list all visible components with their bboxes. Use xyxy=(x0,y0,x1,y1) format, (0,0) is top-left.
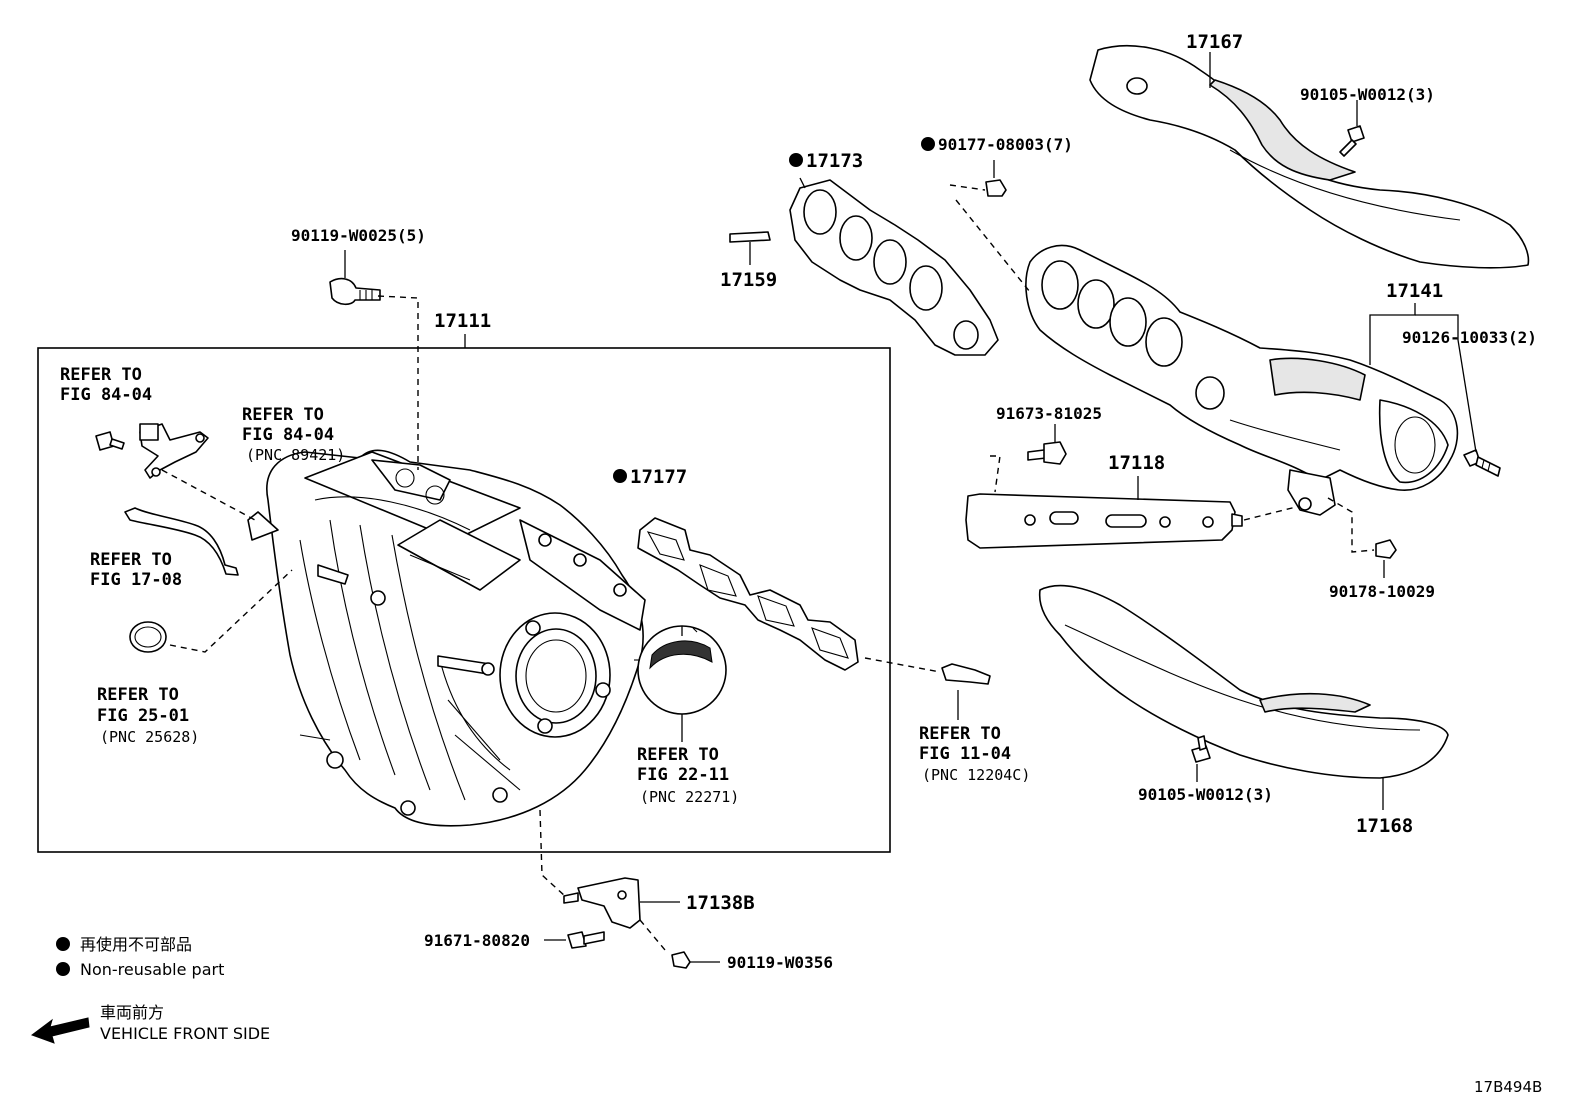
svg-text:(PNC 12204C): (PNC 12204C) xyxy=(922,766,1030,784)
nut-90177-drawing xyxy=(985,179,1007,197)
exhaust-manifold-drawing xyxy=(1025,244,1459,516)
heat-insulator-17168-drawing xyxy=(1038,584,1449,779)
bolt-91671-drawing xyxy=(567,931,605,949)
bolt-sensor-drawing xyxy=(95,431,125,451)
refer-fig-84-04-a: REFER TO FIG 84-04 xyxy=(60,365,152,405)
leader-lines xyxy=(161,52,1477,963)
hose-drawing xyxy=(124,507,239,576)
label-17168: 17168 xyxy=(1356,815,1413,837)
svg-text:REFER TO: REFER TO xyxy=(97,685,179,705)
bolt-91673-drawing xyxy=(1027,441,1067,465)
label-90105-top: 90105-W0012(3) xyxy=(1300,85,1435,104)
bracket-17138B-drawing xyxy=(563,877,641,929)
legend-nonreusable-en: Non-reusable part xyxy=(80,960,224,979)
diagram-code: 17B494B xyxy=(1474,1078,1542,1096)
assembly-box-17111 xyxy=(37,347,891,853)
refer-fig-25-01: REFER TO FIG 25-01 (PNC 25628) xyxy=(97,685,199,746)
label-17141: 17141 xyxy=(1386,280,1443,302)
refer-fig-17-08: REFER TO FIG 17-08 xyxy=(90,550,182,590)
label-17167: 17167 xyxy=(1186,31,1243,53)
intake-manifold-drawing xyxy=(247,449,646,827)
legend-dot-jp xyxy=(56,937,70,951)
label-90178: 90178-10029 xyxy=(1329,582,1435,601)
svg-text:REFER TO: REFER TO xyxy=(637,745,719,765)
legend-front-en: VEHICLE FRONT SIDE xyxy=(100,1024,270,1043)
mesh-gasket-drawing xyxy=(634,625,727,715)
o-ring-drawing xyxy=(129,621,167,653)
stud-fig11-drawing xyxy=(941,663,991,685)
label-90119-W0025: 90119-W0025(5) xyxy=(291,226,426,245)
label-91673: 91673-81025 xyxy=(996,404,1102,423)
label-90126: 90126-10033(2) xyxy=(1402,328,1537,347)
nut-90178-drawing xyxy=(1375,539,1397,559)
label-17111: 17111 xyxy=(434,310,491,332)
refer-fig-11-04: REFER TO FIG 11-04 (PNC 12204C) xyxy=(919,724,1030,784)
svg-text:(PNC 89421): (PNC 89421) xyxy=(246,446,345,464)
gasket-17173-drawing xyxy=(789,179,999,356)
svg-text:REFER TO: REFER TO xyxy=(919,724,1001,744)
label-90105-bot: 90105-W0012(3) xyxy=(1138,785,1273,804)
label-17177: 17177 xyxy=(630,466,687,488)
nonreusable-dot-17173 xyxy=(789,153,803,167)
gasket-17177-drawing xyxy=(637,517,859,671)
svg-text:FIG 22-11: FIG 22-11 xyxy=(637,765,729,785)
heat-insulator-17167-drawing xyxy=(1089,44,1530,269)
bolt-90105-top-drawing xyxy=(1339,125,1365,157)
legend: 再使用不可部品 Non-reusable part 車両前方 VEHICLE F… xyxy=(30,935,270,1044)
bolt-90119-W0025-drawing xyxy=(329,277,381,306)
svg-text:REFER TO: REFER TO xyxy=(90,550,172,570)
svg-text:FIG 11-04: FIG 11-04 xyxy=(919,744,1011,764)
svg-text:FIG 84-04: FIG 84-04 xyxy=(242,425,334,445)
label-17173: 17173 xyxy=(806,150,863,172)
front-arrow-icon xyxy=(30,1017,90,1044)
svg-text:FIG 84-04: FIG 84-04 xyxy=(60,385,152,405)
sensor-drawing xyxy=(139,423,209,479)
svg-text:(PNC 25628): (PNC 25628) xyxy=(100,728,199,746)
svg-text:FIG 25-01: FIG 25-01 xyxy=(97,706,189,726)
nonreusable-dot-90177 xyxy=(921,137,935,151)
label-90177: 90177-08003(7) xyxy=(938,135,1073,154)
bracket-17118-drawing xyxy=(965,493,1243,549)
bolt-90126-drawing xyxy=(1463,449,1501,477)
label-17138B: 17138B xyxy=(686,892,755,914)
label-17118: 17118 xyxy=(1108,452,1165,474)
legend-dot-en xyxy=(56,962,70,976)
svg-text:(PNC 22271): (PNC 22271) xyxy=(640,788,739,806)
nonreusable-dot-17177 xyxy=(613,469,627,483)
stud-17159-drawing xyxy=(729,231,771,243)
svg-text:REFER TO: REFER TO xyxy=(242,405,324,425)
refer-fig-84-04-b: REFER TO FIG 84-04 (PNC 89421) xyxy=(242,405,345,464)
label-90119-W0356: 90119-W0356 xyxy=(727,953,833,972)
label-17159: 17159 xyxy=(720,269,777,291)
bolt-90105-bot-drawing xyxy=(1191,735,1211,763)
refer-fig-22-11: REFER TO FIG 22-11 (PNC 22271) xyxy=(637,745,739,806)
svg-text:REFER TO: REFER TO xyxy=(60,365,142,385)
svg-text:FIG 17-08: FIG 17-08 xyxy=(90,570,182,590)
legend-front-jp: 車両前方 xyxy=(100,1003,164,1022)
bolt-90119-W0356-drawing xyxy=(671,951,691,969)
label-91671: 91671-80820 xyxy=(424,931,530,950)
legend-nonreusable-jp: 再使用不可部品 xyxy=(80,935,192,954)
